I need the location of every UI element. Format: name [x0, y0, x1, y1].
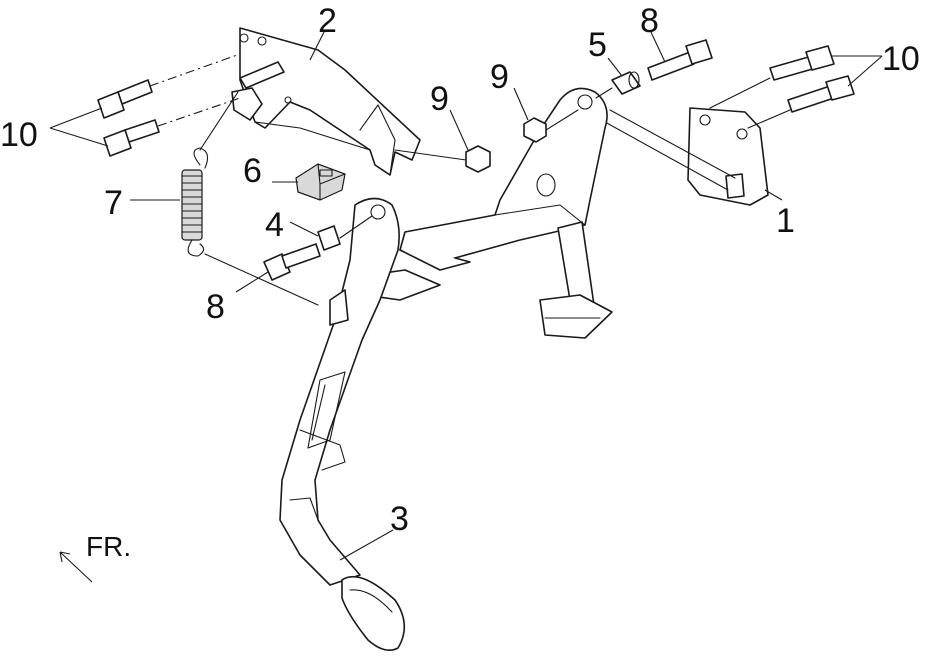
callout-10-left: 10	[0, 116, 38, 154]
bolt-part-8-lower	[263, 243, 321, 281]
callout-10-right: 10	[882, 40, 920, 78]
bolt-part-8-upper	[647, 39, 713, 81]
bolt-part-10-upper-left	[97, 79, 153, 119]
kick-lever-part-3	[279, 197, 406, 651]
callout-9-center: 9	[430, 80, 449, 118]
callout-5: 5	[588, 26, 607, 64]
bolt-part-10-upper-right	[769, 45, 835, 81]
stopper-part-6	[295, 163, 346, 201]
bolt-on-bracket	[239, 61, 285, 89]
callout-3: 3	[390, 500, 409, 538]
side-plate-part-1	[604, 107, 769, 206]
bushing-part-5	[611, 71, 641, 95]
front-direction-indicator: FR.	[59, 531, 131, 583]
arrow-icon	[59, 551, 93, 583]
callout-6: 6	[243, 152, 262, 190]
callout-8-lower: 8	[206, 288, 225, 326]
bolt-part-10-lower-left	[103, 119, 160, 157]
mounting-bracket-part-2	[231, 27, 421, 176]
callout-4: 4	[265, 206, 284, 244]
callout-1: 1	[776, 202, 795, 240]
nut-part-9-right	[523, 117, 547, 143]
callout-7: 7	[104, 184, 123, 222]
front-direction-label: FR.	[86, 531, 131, 562]
spring-part-7	[181, 91, 319, 306]
nut-part-9-center	[465, 145, 491, 173]
callout-2: 2	[318, 2, 337, 40]
bolt-part-10-lower-right	[787, 75, 855, 113]
bushing-part-4	[317, 225, 341, 251]
callout-9-right: 9	[490, 58, 509, 96]
callout-8-upper: 8	[640, 2, 659, 40]
